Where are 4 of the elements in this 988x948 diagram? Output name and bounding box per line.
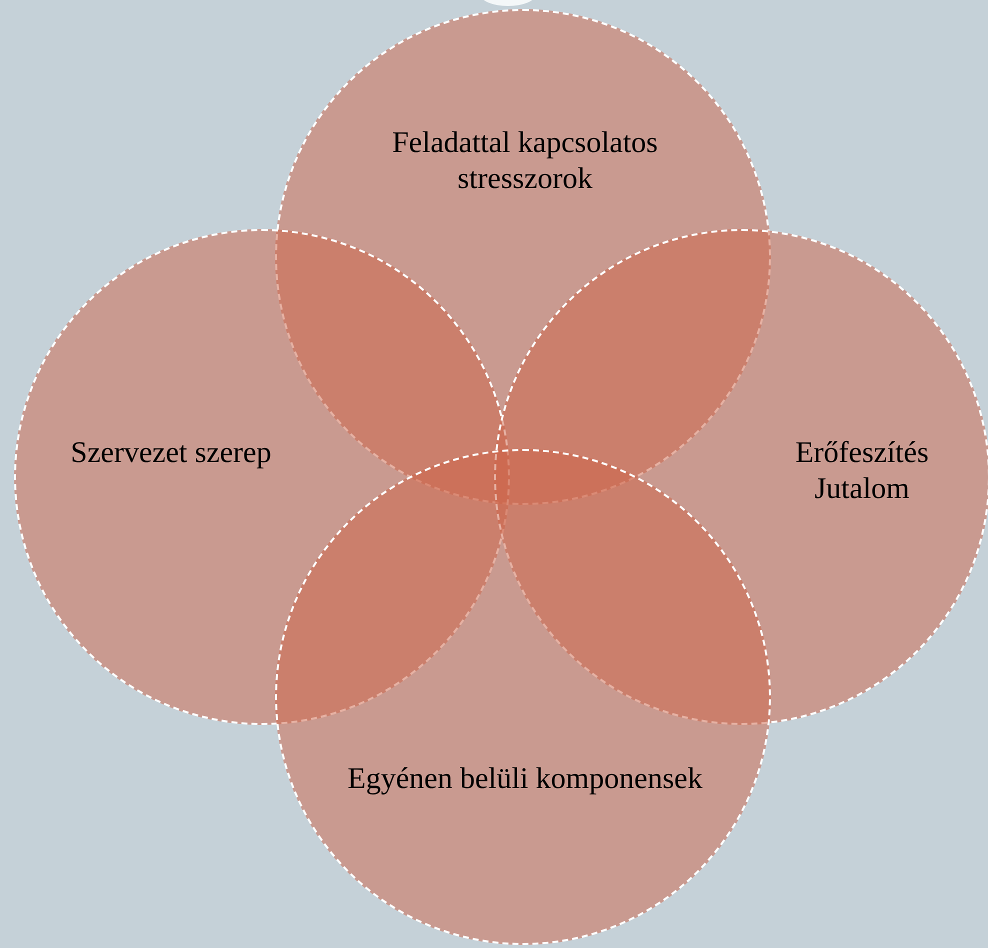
circle-label: Egyénen belüli komponensek xyxy=(346,761,704,797)
circle-label: Feladattal kapcsolatos stresszorok xyxy=(391,125,659,197)
circle-label: Erőfeszítés Jutalom xyxy=(794,435,930,507)
circle-label: Szervezet szerep xyxy=(70,435,272,471)
